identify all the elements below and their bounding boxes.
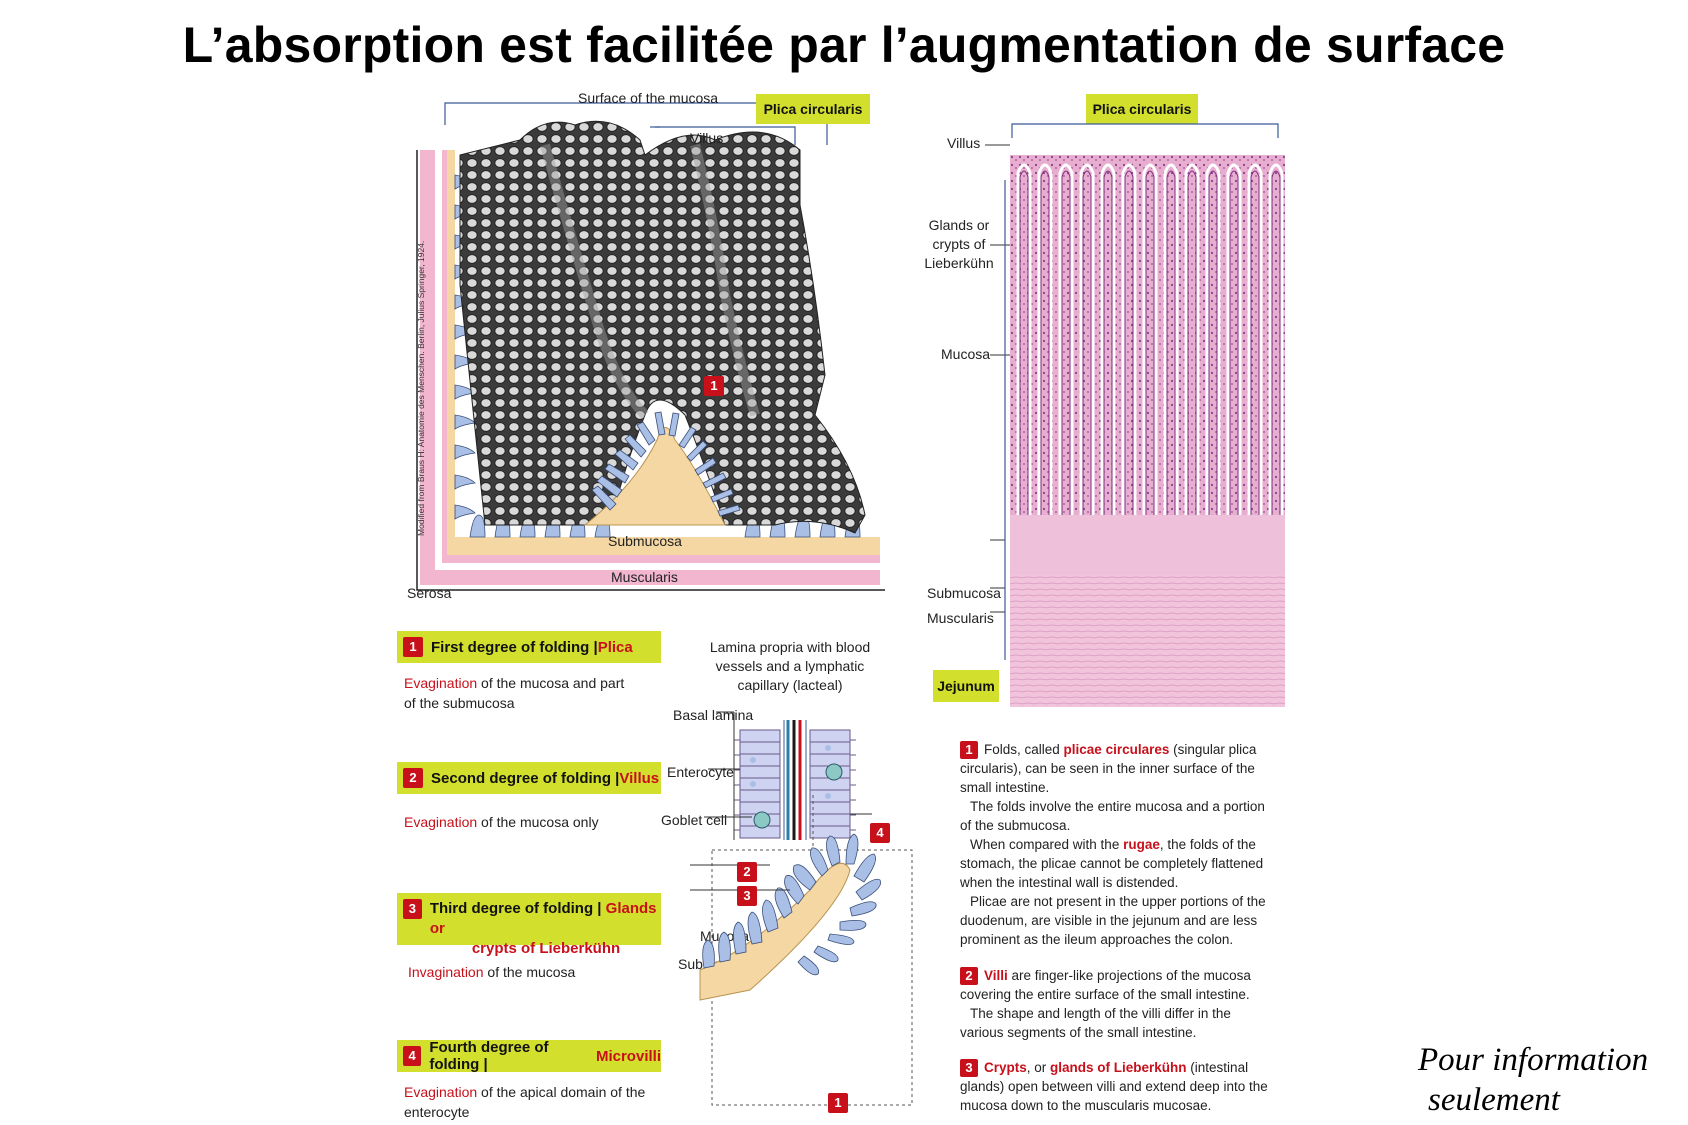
fold-3-number: 3	[403, 899, 422, 919]
histology-jejunum-image	[1010, 155, 1285, 707]
fold-2-number: 2	[403, 768, 423, 788]
histology-villus-epithelium	[1166, 170, 1176, 515]
histology-villus-epithelium	[1061, 170, 1071, 515]
histology-villus	[1058, 163, 1074, 515]
mucosa-label-right: Mucosa	[941, 346, 991, 362]
villus-label-left: Villus	[690, 130, 724, 146]
histology-villus	[1142, 163, 1158, 515]
histology-villus-epithelium	[1208, 170, 1218, 515]
villus-cross-section-diagram	[690, 711, 913, 1106]
badge-3-center: 3	[737, 886, 757, 906]
muscularis-label-left: Muscularis	[611, 569, 678, 585]
fold-1-number: 1	[403, 637, 423, 657]
histology-villus-epithelium	[1082, 170, 1092, 515]
villus-label-right: Villus	[947, 135, 981, 151]
histology-leader-lines	[985, 144, 1010, 660]
image-credit: Modified from Braus H: Anatomie des Mens…	[416, 240, 426, 536]
histology-villus	[1163, 163, 1179, 515]
badge-2-center: 2	[737, 862, 757, 882]
fold-4-number: 4	[403, 1046, 422, 1066]
histology-villus	[1016, 163, 1032, 515]
histology-villus	[1205, 163, 1221, 515]
plica-circularis-box-left: Plica circularis	[756, 94, 870, 124]
badge-4-center: 4	[870, 823, 890, 843]
histology-villus-epithelium	[1271, 170, 1281, 515]
submucosa-label-right: Submucosa	[927, 585, 1001, 601]
page-title: L’absorption est facilitée par l’augment…	[182, 17, 1506, 73]
histology-villus-epithelium	[1040, 170, 1050, 515]
histology-villus	[1268, 163, 1284, 515]
enterocyte-label: Enterocyte	[667, 764, 734, 780]
muscularis-label-right: Muscularis	[927, 610, 994, 626]
goblet-cell-label: Goblet cell	[661, 812, 728, 828]
histology-villus	[1247, 163, 1263, 515]
histology-villus-epithelium	[1103, 170, 1113, 515]
histology-villus-epithelium	[1124, 170, 1134, 515]
intestinal-wall-diagram	[416, 102, 885, 591]
histology-villus-epithelium	[1229, 170, 1239, 515]
submucosa-label-left: Submucosa	[608, 533, 682, 549]
serosa-label: Serosa	[407, 585, 452, 601]
fold-2-description: Evagination of the mucosa only	[404, 814, 599, 830]
histology-villus	[1121, 163, 1137, 515]
histology-villus	[1079, 163, 1095, 515]
badge-1-diagram: 1	[704, 376, 724, 396]
surface-of-mucosa-label: Surface of the mucosa	[578, 90, 719, 106]
histology-villus-epithelium	[1250, 170, 1260, 515]
histology-villus-epithelium	[1019, 170, 1029, 515]
jejunum-box: Jejunum	[933, 670, 999, 702]
badge-1-center: 1	[828, 1093, 848, 1113]
histology-villus-epithelium	[1187, 170, 1197, 515]
histology-villus	[1100, 163, 1116, 515]
histology-villus-epithelium	[1145, 170, 1155, 515]
basal-lamina-label: Basal lamina	[673, 707, 754, 723]
histology-villus	[1184, 163, 1200, 515]
fold-3-description: Invagination of the mucosa	[408, 964, 576, 980]
plica-circularis-box-right: Plica circularis	[1086, 94, 1198, 124]
histology-villus	[1037, 163, 1053, 515]
histology-bracket	[1011, 123, 1279, 138]
histology-villus	[1226, 163, 1242, 515]
